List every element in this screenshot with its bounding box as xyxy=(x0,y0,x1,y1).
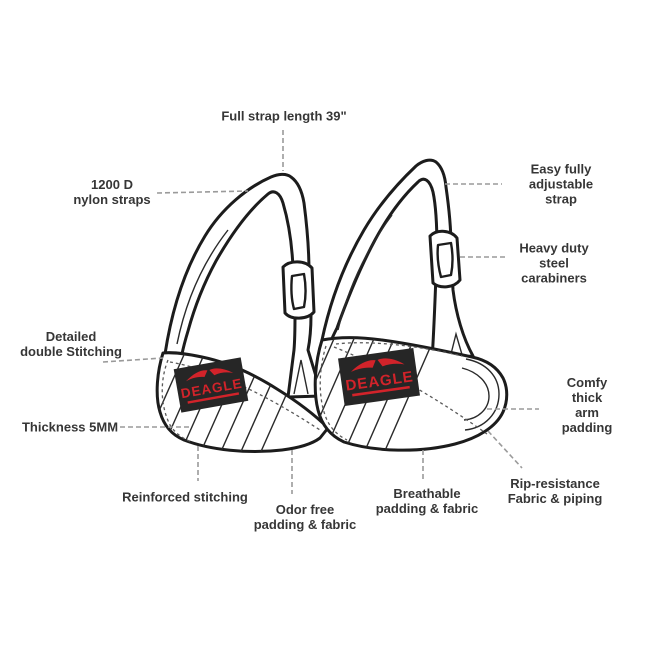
callout-rip-resistance: Rip-resistance Fabric & piping xyxy=(507,476,603,506)
callout-steel-carabiners: Heavy duty steel carabiners xyxy=(519,240,589,286)
left-carabiner-loop-hole xyxy=(290,272,307,311)
right-strap-end-stitch xyxy=(449,331,464,359)
callout-odor-free: Odor free padding & fabric xyxy=(253,502,357,532)
arm-roll-outer xyxy=(464,358,500,431)
callout-breathable: Breathable padding & fabric xyxy=(375,486,479,516)
brand-underline xyxy=(187,392,240,404)
wing-left-icon xyxy=(351,360,376,372)
wing-left-icon xyxy=(185,370,208,382)
callout-double-stitching: Detailed double Stitching xyxy=(20,329,122,359)
leader-rip-resistance xyxy=(487,430,523,469)
brand-patch-right: DEAGLE xyxy=(338,347,420,407)
wing-right-icon xyxy=(209,368,234,376)
left-pad-edge-piping xyxy=(161,359,193,443)
right-strap xyxy=(320,158,475,362)
brand-patch-left-bg xyxy=(173,357,249,413)
callout-thickness: Thickness 5MM xyxy=(21,419,119,435)
callout-nylon-straps: 1200 D nylon straps xyxy=(73,177,151,207)
leader-nylon-straps xyxy=(156,190,249,194)
left-strap xyxy=(163,172,324,399)
right-pad-top-piping xyxy=(335,342,463,357)
callout-adjustable-strap: Easy fully adjustable strap xyxy=(528,161,594,207)
brand-underline xyxy=(352,385,410,397)
wing-right-icon xyxy=(377,358,405,367)
right-strap-stitch-line xyxy=(337,214,393,331)
callout-reinforced-stitching: Reinforced stitching xyxy=(122,489,248,505)
leader-lines xyxy=(102,130,539,494)
left-strap-end-stitch xyxy=(293,359,309,395)
left-strap-stitch-line xyxy=(176,229,229,345)
right-arm-pad: DEAGLE xyxy=(313,336,509,452)
brand-patch-left: DEAGLE xyxy=(173,357,249,413)
right-pad-edge-piping xyxy=(319,345,348,441)
callout-full-strap-length: Full strap length 39" xyxy=(221,108,347,124)
arm-roll-inner xyxy=(461,367,490,421)
leader-double-stitching xyxy=(102,357,164,363)
right-carabiner-loop-hole xyxy=(436,241,454,279)
callout-arm-padding: Comfy thick arm padding xyxy=(561,375,613,435)
